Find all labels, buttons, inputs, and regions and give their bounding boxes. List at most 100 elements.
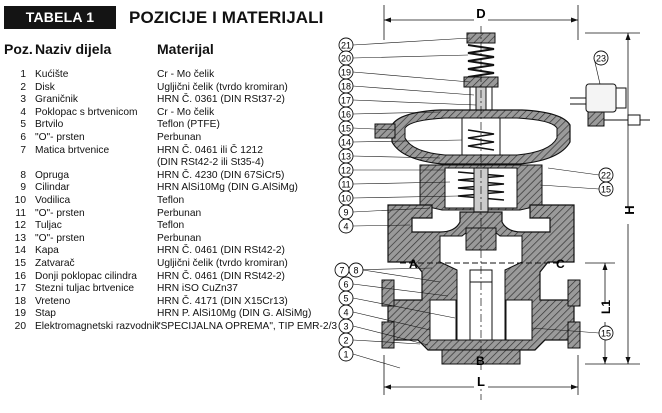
row-material: Ugljični čelik (tvrdo kromiran): [157, 81, 288, 93]
callout-number: 15: [601, 329, 611, 339]
column-header-position: Poz.: [4, 41, 33, 57]
row-number: 17: [14, 283, 26, 295]
row-number: 11: [15, 207, 26, 219]
row-number: 13: [14, 232, 26, 244]
callout-number: 3: [343, 322, 348, 332]
row-material: "SPECIJALNA OPREMA", TIP EMR-2/3: [157, 320, 338, 332]
table-row: 12 Tuljac Teflon: [0, 220, 360, 233]
callout-number: 10: [341, 194, 351, 204]
table-row: 8 Opruga HRN Č. 4230 (DIN 67SiCr5): [0, 170, 360, 183]
row-part-name: Cilindar: [35, 182, 70, 194]
row-material: HRN Č. 0461 (DIN RSt42-2): [157, 270, 285, 282]
valve-section-drawing: D: [334, 5, 650, 400]
row-number: 18: [14, 295, 26, 307]
callout-number: 13: [341, 152, 351, 162]
row-number: 3: [20, 94, 26, 106]
callout-circle: [338, 346, 354, 362]
row-material: Teflon: [157, 220, 185, 232]
row-part-name: "O"- prsten: [35, 207, 85, 219]
table-row: 11 "O"- prsten Perbunan: [0, 208, 360, 221]
row-material: Teflon: [157, 194, 185, 206]
row-number: 19: [14, 308, 26, 320]
callout-circle: [593, 50, 609, 66]
row-material: HRN AlSi10Mg (DIN G.AlSiMg): [157, 182, 298, 194]
callout-number: 17: [341, 96, 351, 106]
callout-number: 21: [341, 41, 351, 51]
callout-number: 22: [601, 171, 611, 181]
row-number: 10: [14, 194, 26, 206]
row-number: 8: [20, 169, 26, 181]
row-material: HRN Č. 4171 (DIN X15Cr13): [157, 295, 288, 307]
dimension-l1-label: L1: [599, 300, 613, 314]
row-material: HRN iSO CuZn37: [157, 283, 238, 295]
column-header-material: Materijal: [157, 41, 214, 57]
callout-number: 20: [341, 54, 351, 64]
callout-circle: [338, 218, 354, 234]
callout-number: 6: [343, 280, 348, 290]
row-part-name: Opruga: [35, 169, 69, 181]
dimension-d: D: [383, 5, 579, 40]
callout-number: 19: [341, 68, 351, 78]
row-material: Perbunan: [157, 207, 202, 219]
dimension-l-label: L: [477, 374, 485, 389]
callout-number: 15: [341, 124, 351, 134]
callout-circle: [598, 181, 614, 197]
callout-number: 8: [353, 266, 358, 276]
row-part-name: Disk: [35, 81, 55, 93]
row-part-name: "O"- prsten: [35, 232, 85, 244]
row-material: Teflon (PTFE): [157, 119, 220, 131]
row-material: Ugljični čelik (tvrdo kromiran): [157, 257, 288, 269]
callout-number: 4: [343, 222, 348, 232]
row-material: (DIN RSt42-2 ili St35-4): [157, 157, 264, 169]
dimension-d-label: D: [476, 6, 485, 21]
row-material: HRN Č. 4230 (DIN 67SiCr5): [157, 169, 285, 181]
row-number: 16: [14, 270, 26, 282]
row-material: HRN Č. 0361 (DIN RSt37-2): [157, 94, 285, 106]
callout-circle: [348, 262, 364, 278]
callout-number: 2: [343, 336, 348, 346]
callout-number: 5: [343, 294, 348, 304]
row-material: Cr - Mo čelik: [157, 106, 215, 118]
row-part-name: Brtvilo: [35, 119, 64, 131]
dimension-l: L: [383, 355, 579, 395]
table-row: 16 Donji poklopac cilindra HRN Č. 0461 (DI…: [0, 271, 360, 284]
row-number: 15: [14, 257, 26, 269]
row-part-name: Kapa: [35, 245, 59, 257]
row-material: HRN Č. 0461 ili Č 1212: [157, 144, 263, 156]
callout-number: 11: [341, 180, 350, 190]
row-number: 6: [20, 131, 26, 143]
callout-number: 7: [339, 266, 344, 276]
callout-number: 14: [341, 138, 351, 148]
row-number: 9: [20, 182, 26, 194]
callout-number: 15: [601, 185, 611, 195]
table-row: 15 Zatvarač Ugljični čelik (tvrdo kromiran…: [0, 258, 360, 271]
table-row: 9 Cilindar HRN AlSi10Mg (DIN G.AlSiMg): [0, 182, 360, 195]
callout-number: 1: [343, 350, 348, 360]
row-part-name: Donji poklopac cilindra: [35, 270, 137, 282]
row-part-name: Zatvarač: [35, 257, 75, 269]
row-part-name: Stezni tuljac brtvenice: [35, 283, 135, 295]
callout-number: 18: [341, 82, 351, 92]
row-part-name: Tuljac: [35, 220, 62, 232]
row-material: Cr - Mo čelik: [157, 69, 215, 80]
callout-number: 16: [341, 110, 351, 120]
table-badge: TABELA 1: [4, 6, 116, 29]
callout-circle: [598, 325, 614, 341]
callout-number: 4: [343, 308, 348, 318]
row-number: 14: [14, 245, 26, 257]
dimension-b-label: B: [476, 354, 485, 368]
row-number: 20: [14, 320, 26, 332]
row-number: 12: [14, 220, 26, 232]
